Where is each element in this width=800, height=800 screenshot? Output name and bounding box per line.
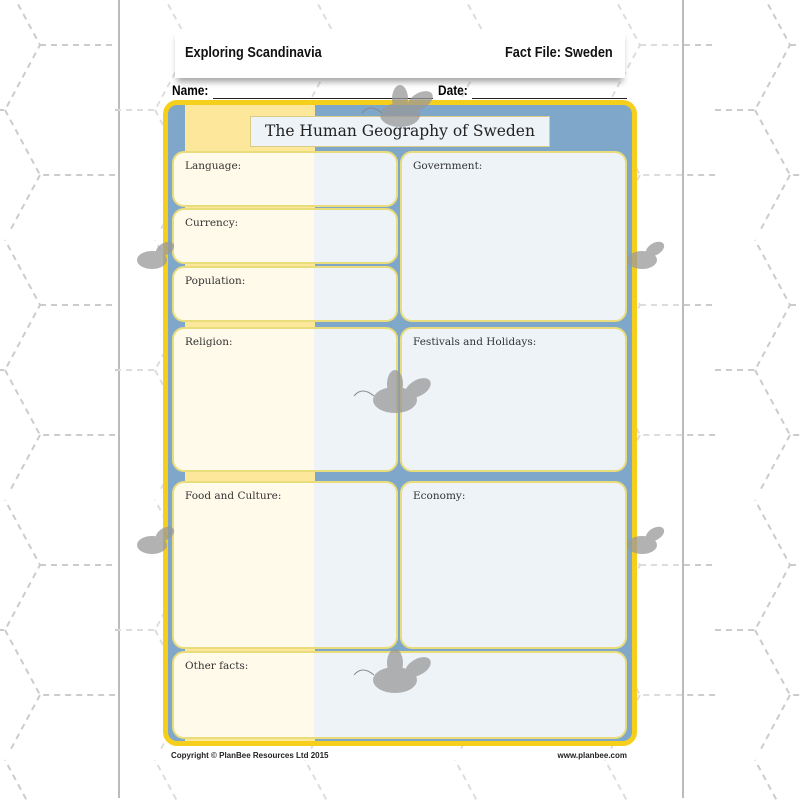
government-label: Government: — [413, 160, 483, 172]
language-label: Language: — [185, 160, 242, 172]
economy-label: Economy: — [413, 490, 466, 502]
population-label: Population: — [185, 275, 246, 287]
government-box[interactable]: Government: — [400, 151, 627, 322]
currency-label: Currency: — [185, 217, 239, 229]
religion-label: Religion: — [185, 336, 233, 348]
population-box[interactable]: Population: — [172, 266, 398, 322]
currency-box[interactable]: Currency: — [172, 208, 398, 264]
copyright-text: Copyright © PlanBee Resources Ltd 2015 — [171, 751, 329, 760]
header-banner: Exploring Scandinavia Fact File: Sweden — [175, 30, 625, 78]
bee-watermark-icon — [361, 85, 433, 127]
bee-watermark-icon — [137, 241, 175, 269]
bee-watermark-icon — [353, 649, 431, 693]
fact-file-title: Fact File: Sweden — [505, 44, 613, 61]
page-title: The Human Geography of Sweden — [250, 116, 550, 147]
date-field[interactable] — [472, 98, 627, 99]
other-facts-label: Other facts: — [185, 660, 249, 672]
bee-watermark-icon — [137, 526, 175, 554]
name-label: Name: — [172, 82, 209, 98]
festivals-label: Festivals and Holidays: — [413, 336, 537, 348]
date-label: Date: — [438, 82, 468, 98]
series-title: Exploring Scandinavia — [185, 44, 322, 61]
language-box[interactable]: Language: — [172, 151, 398, 207]
bee-watermark-icon — [627, 241, 665, 269]
food-culture-box[interactable]: Food and Culture: — [172, 481, 398, 649]
religion-box[interactable]: Religion: — [172, 327, 398, 472]
bee-watermark-icon — [353, 370, 431, 413]
bee-watermark-icon — [627, 526, 665, 554]
food-culture-label: Food and Culture: — [185, 490, 282, 502]
name-field[interactable] — [213, 98, 433, 99]
website-link[interactable]: www.planbee.com — [557, 751, 628, 760]
economy-box[interactable]: Economy: — [400, 481, 627, 649]
